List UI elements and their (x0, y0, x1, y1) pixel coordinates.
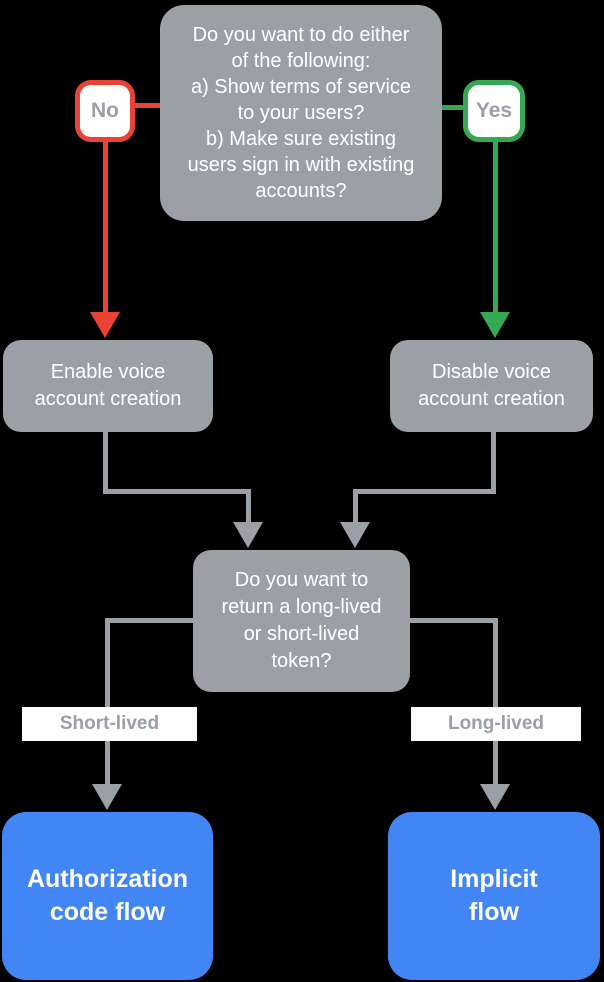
connector-enable-horizontal (103, 489, 251, 494)
connector-disable-horizontal (353, 489, 496, 494)
edge-label-long-lived-text: Long-lived (447, 713, 545, 734)
edge-label-long-lived: Long-lived (411, 707, 581, 741)
connector-short-horizontal (105, 618, 193, 623)
connector-long-horizontal (410, 618, 498, 623)
node-implicit-flow: Implicit flow (388, 812, 600, 980)
node-question-token-lifetime: Do you want to return a long-lived or sh… (193, 550, 410, 692)
connector-yes-horizontal (442, 105, 463, 110)
node-disable-voice-label: Disable voice account creation (418, 361, 565, 410)
node-question-terms-label: Do you want to do either of the followin… (187, 24, 415, 202)
node-enable-voice-label: Enable voice account creation (34, 361, 182, 410)
badge-no-label: No (91, 99, 119, 122)
node-authorization-code-flow: Authorization code flow (2, 812, 213, 980)
connector-enable-down (103, 432, 108, 494)
edge-label-short-lived: Short-lived (22, 707, 197, 741)
short-lived-arrowhead-icon (92, 784, 122, 810)
node-enable-voice-account-creation: Enable voice account creation (3, 340, 213, 432)
node-question-terms-of-service: Do you want to do either of the followin… (160, 5, 442, 221)
connector-long-vertical (493, 618, 498, 784)
connector-short-vertical (105, 618, 110, 784)
connector-disable-drop (353, 489, 358, 522)
edge-label-short-lived-text: Short-lived (59, 713, 160, 734)
badge-yes: Yes (463, 80, 525, 142)
node-disable-voice-account-creation: Disable voice account creation (390, 340, 593, 432)
connector-disable-down (491, 432, 496, 494)
no-arrowhead-icon (90, 312, 120, 338)
yes-arrowhead-icon (480, 312, 510, 338)
connector-enable-drop (246, 489, 251, 522)
node-question-token-label: Do you want to return a long-lived or sh… (221, 569, 382, 672)
connector-no-vertical (103, 140, 108, 312)
node-implicit-flow-label: Implicit flow (450, 865, 538, 926)
node-authorization-code-flow-label: Authorization code flow (26, 865, 189, 926)
connector-no-horizontal (135, 103, 160, 108)
badge-no: No (75, 80, 135, 142)
enable-arrowhead-icon (233, 522, 263, 548)
badge-yes-label: Yes (475, 99, 513, 122)
connector-yes-vertical (493, 140, 498, 312)
disable-arrowhead-icon (340, 522, 370, 548)
long-lived-arrowhead-icon (480, 784, 510, 810)
